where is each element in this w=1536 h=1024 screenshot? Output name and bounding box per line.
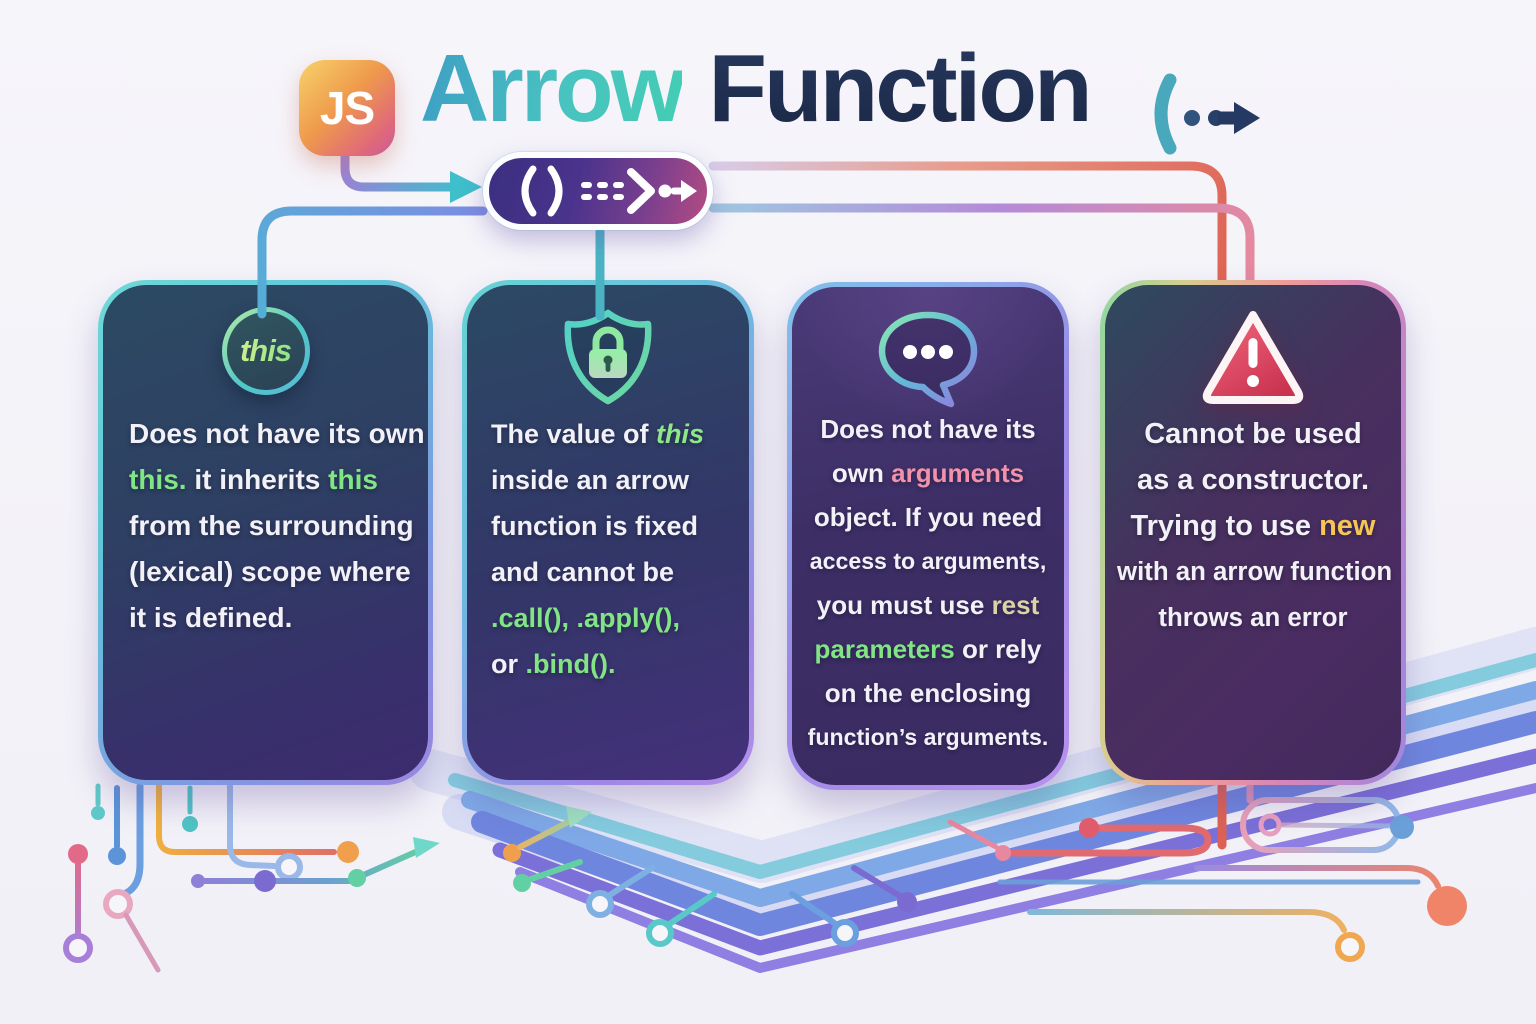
warning-icon bbox=[1105, 285, 1401, 404]
arrow-function-badge bbox=[483, 152, 713, 230]
badge-arrow-icon bbox=[658, 180, 697, 202]
js-logo: JS bbox=[299, 60, 395, 156]
badge-dashes-icon bbox=[581, 182, 624, 200]
title-main-word: Function bbox=[708, 35, 1092, 142]
title-accent-word: Arrow bbox=[420, 35, 685, 142]
logo-to-badge-arrowhead bbox=[450, 171, 482, 203]
speech-dots-icon bbox=[792, 287, 1064, 408]
badge-symbols bbox=[521, 165, 697, 217]
logo-to-badge-line bbox=[340, 151, 455, 192]
js-logo-text: JS bbox=[319, 82, 375, 134]
this-circle-icon: this bbox=[103, 285, 428, 403]
badge-chevron-icon bbox=[627, 168, 655, 214]
this-circle-label: this bbox=[239, 333, 292, 368]
title-arrow-icon bbox=[1154, 73, 1260, 155]
badge-parens-icon bbox=[521, 165, 563, 217]
shield-lock-icon bbox=[467, 285, 749, 405]
